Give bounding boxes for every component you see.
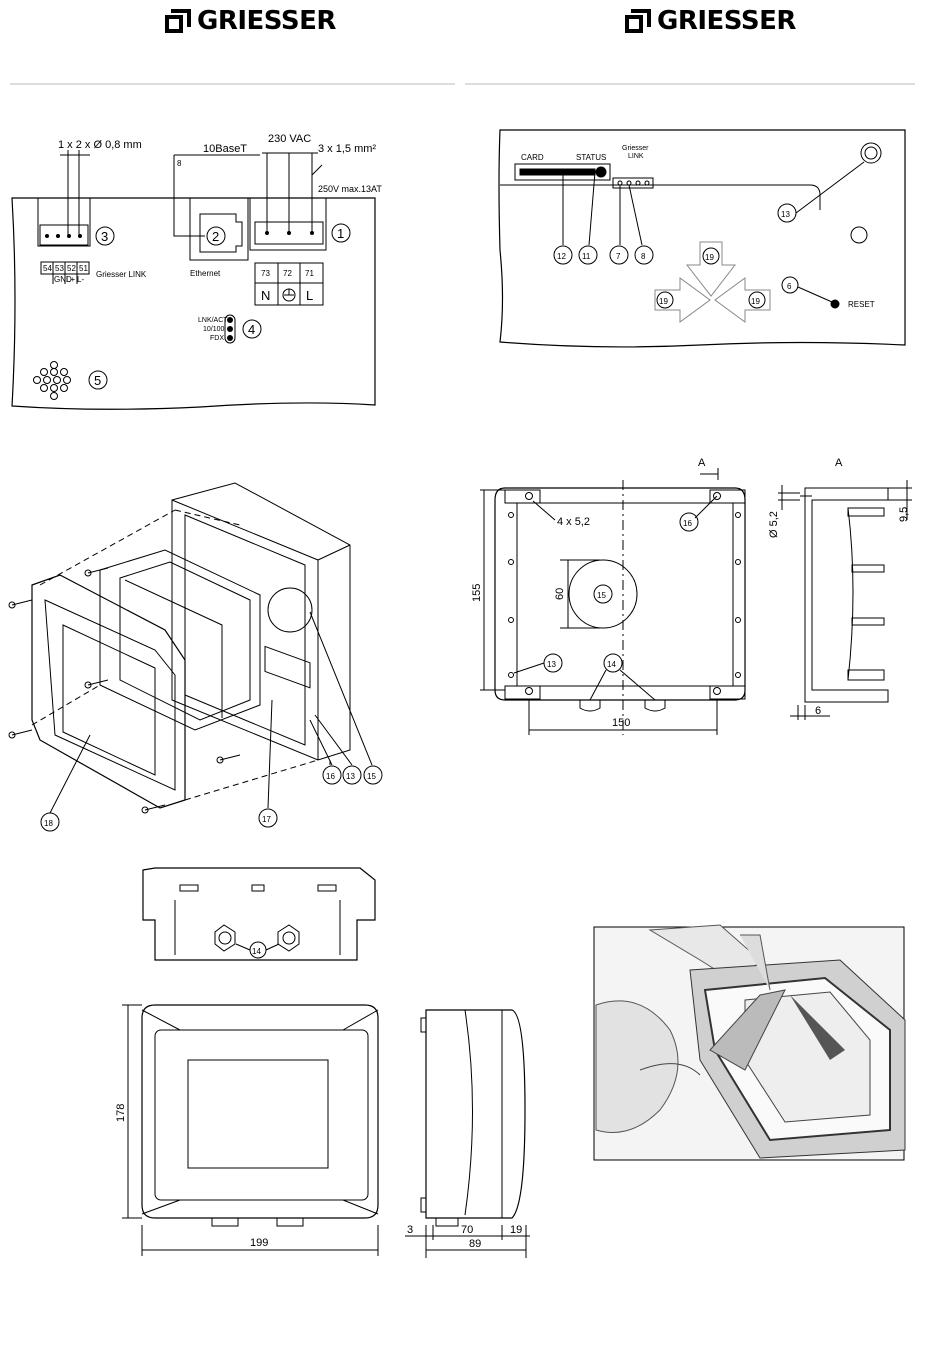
network-pin: 8 [177, 159, 182, 168]
brand-logo-right: GRIESSER [625, 6, 796, 36]
callout-15: 15 [367, 772, 376, 781]
brand-name: GRIESSER [657, 6, 796, 36]
live-label: L [306, 288, 313, 303]
network-label: 10BaseT [203, 143, 247, 155]
led-label: LNK/ACT [198, 317, 228, 324]
dim-side-total: 89 [469, 1238, 481, 1250]
neutral-label: N [261, 288, 270, 303]
callout-14: 14 [252, 947, 261, 956]
cable-entry-circle [568, 559, 638, 629]
card-label: CARD [521, 153, 544, 162]
callout-11: 11 [582, 252, 591, 261]
callout-15: 15 [597, 591, 606, 600]
callout-19: 19 [659, 297, 668, 306]
section-mark: A [698, 457, 706, 469]
installation-photo [593, 924, 906, 1161]
wiring-diagram: 54 53 52 51 GND L+ L- Griesser LINK 1 x … [11, 133, 382, 410]
l-plus-label: L+ [66, 275, 75, 284]
front-panel-diagram: CARD STATUS Griesser LINK 12 11 7 8 19 1… [498, 129, 906, 348]
callout-3: 3 [101, 229, 108, 244]
link-terminal-label: 53 [55, 264, 64, 273]
status-label: STATUS [576, 153, 606, 162]
supply-label: 230 VAC [268, 133, 311, 145]
callout-16: 16 [326, 772, 335, 781]
power-terminal-label: 71 [305, 269, 314, 278]
dim-width-front: 199 [250, 1237, 268, 1249]
dim-depth: 9,5 [898, 507, 910, 522]
callout-19: 19 [705, 253, 714, 262]
front-dimension-view: 178 199 [115, 1004, 379, 1256]
callout-18: 18 [44, 819, 53, 828]
dim-wall: 6 [815, 705, 821, 717]
callout-5: 5 [94, 373, 101, 388]
callout-2: 2 [212, 229, 219, 244]
dim-height-front: 178 [115, 1104, 127, 1122]
dim-circle: 60 [554, 588, 566, 600]
dim-side-b: 70 [461, 1224, 473, 1236]
link-top-label: Griesser [622, 145, 649, 152]
divider-right [465, 83, 915, 85]
ethernet-label: Ethernet [190, 269, 221, 278]
dim-side-c: 19 [510, 1224, 522, 1236]
dim-width: 150 [612, 717, 630, 729]
arrow-down-icon [685, 241, 737, 297]
link-terminal-block [37, 197, 91, 247]
callout-17: 17 [262, 815, 271, 824]
link-label: Griesser LINK [96, 270, 147, 279]
reset-label: RESET [848, 300, 875, 309]
arrow-left-icon [714, 277, 771, 323]
dim-side-a: 3 [407, 1224, 413, 1236]
l-minus-label: L- [77, 275, 84, 284]
bottom-view: 14 [142, 867, 376, 961]
divider-left [10, 83, 455, 85]
callout-13: 13 [547, 660, 556, 669]
speaker-icon [33, 361, 71, 400]
brand-mark-icon [165, 9, 191, 33]
callout-4: 4 [248, 322, 255, 337]
callout-8: 8 [641, 252, 646, 261]
power-terminal-block [249, 197, 327, 251]
supply-wire: 3 x 1,5 mm² [318, 143, 376, 155]
callout-7: 7 [616, 252, 621, 261]
reset-button-icon [830, 299, 840, 309]
callout-6: 6 [787, 282, 792, 291]
callout-19: 19 [751, 297, 760, 306]
callout-13: 13 [781, 210, 790, 219]
holes-label: 4 x 5,2 [557, 516, 590, 528]
link-terminal-label: 54 [43, 264, 52, 273]
section-title: A [835, 457, 843, 469]
brand-logo-left: GRIESSER [165, 6, 336, 36]
dim-height: 155 [471, 584, 483, 602]
callout-1: 1 [337, 226, 344, 241]
brand-name: GRIESSER [197, 6, 336, 36]
callout-13: 13 [346, 772, 355, 781]
ethernet-port [189, 197, 249, 261]
link-bottom-label: LINK [628, 153, 644, 160]
led-label: 10/100 [203, 326, 225, 333]
callout-16: 16 [683, 519, 692, 528]
brand-mark-icon [625, 9, 651, 33]
mounting-drawing: 15 60 155 150 4 x 5,2 16 13 14 A A Ø 5,2… [471, 457, 912, 735]
power-terminal-label: 73 [261, 269, 270, 278]
callout-12: 12 [557, 252, 566, 261]
link-terminal-label: 52 [67, 264, 76, 273]
fuse-rating: 250V max.13AT [318, 184, 382, 194]
power-terminal-label: 72 [283, 269, 292, 278]
dim-hole: Ø 5,2 [768, 511, 780, 538]
gnd-label: GND [54, 275, 72, 284]
led-label: FDX [210, 335, 224, 342]
side-dimension-view: 3 70 19 89 [405, 1009, 530, 1258]
cable-spec: 1 x 2 x Ø 0,8 mm [58, 139, 142, 151]
link-terminal-label: 51 [79, 264, 88, 273]
arrow-right-icon [654, 277, 711, 323]
exploded-view: 16 13 15 18 17 [8, 482, 383, 832]
callout-14: 14 [607, 660, 616, 669]
